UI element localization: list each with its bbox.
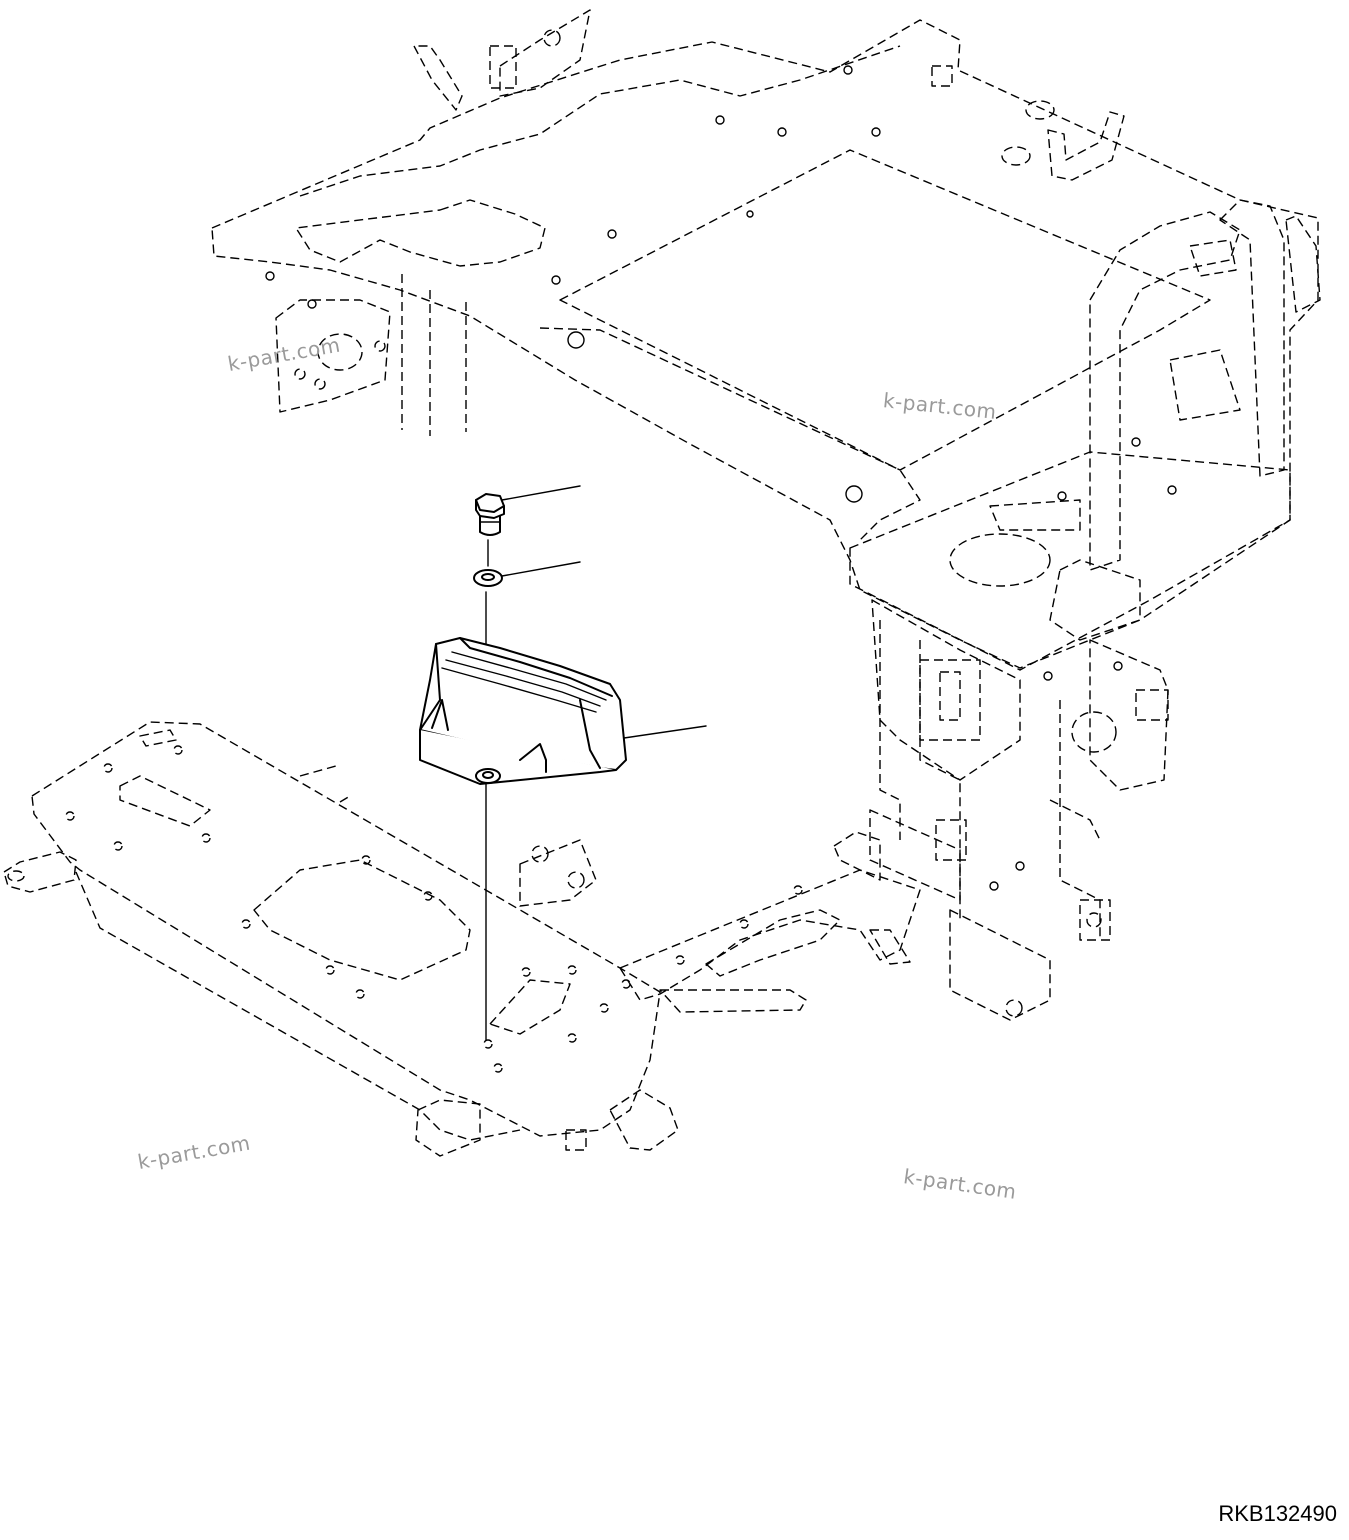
- upper-frame: [211, 9, 1321, 1021]
- lower-plate: [3, 721, 803, 1157]
- bolt: [475, 493, 505, 536]
- washer-leader-line: [501, 561, 581, 577]
- drawing-id-label: RKB132490: [1218, 1501, 1337, 1526]
- washer: [473, 569, 503, 587]
- cover-cushion: [419, 637, 627, 785]
- frame-holes: [265, 65, 1177, 891]
- bolt-leader-line: [501, 485, 581, 501]
- cover-leader-line: [623, 725, 707, 739]
